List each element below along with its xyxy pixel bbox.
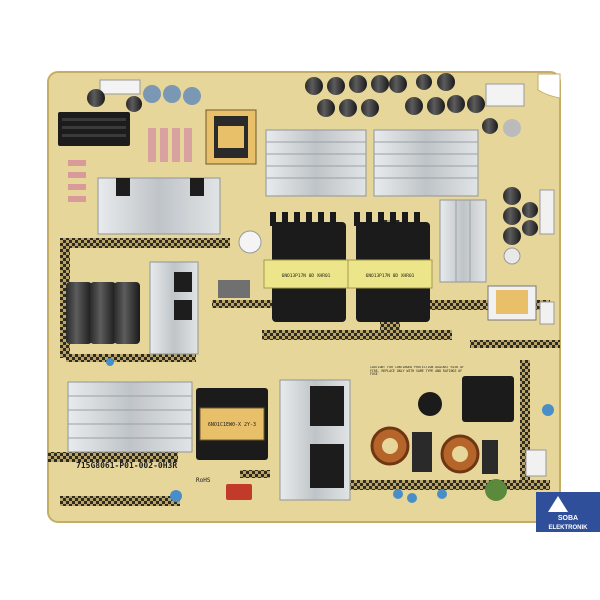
green-disc-cap bbox=[485, 479, 507, 501]
heatsink-bottom-left bbox=[67, 381, 193, 453]
bulk-capacitors bbox=[66, 282, 140, 344]
small-caps-top bbox=[87, 85, 201, 112]
round-capacitor bbox=[238, 230, 262, 254]
watermark-logo: SOBA ELEKTRONIK bbox=[536, 492, 600, 532]
relay bbox=[218, 280, 250, 298]
transformer-right bbox=[487, 285, 555, 325]
inductor-right bbox=[347, 212, 433, 322]
inductor-left bbox=[263, 212, 349, 322]
heatsink-top-left bbox=[265, 129, 367, 197]
watermark-brand-line-2: ELEKTRONIK bbox=[549, 525, 589, 531]
caution-note: CAUTION: FOR CONTINUED PROTECTION AGAINS… bbox=[370, 366, 464, 376]
choke-label-left: 6NO13P17N 0D XHR01 bbox=[282, 273, 331, 279]
heatsink-top-right bbox=[373, 129, 479, 197]
heatsink-left-middle bbox=[149, 261, 199, 355]
resistor-bank bbox=[68, 128, 192, 202]
connector-top bbox=[99, 79, 525, 107]
common-mode-chokes bbox=[370, 426, 498, 474]
transformer-small bbox=[205, 109, 257, 165]
fuse-holder bbox=[418, 376, 514, 422]
watermark-brand-line-1: SOBA bbox=[558, 515, 578, 522]
choke-label-right: 6NO13P17N 0D XHR01 bbox=[366, 273, 415, 279]
heatsink-left-upper bbox=[97, 177, 221, 235]
heatsink-right-vertical bbox=[439, 199, 487, 283]
rohs-mark: RoHS bbox=[196, 477, 211, 484]
capacitor-array-top bbox=[305, 73, 521, 137]
board-part-number: 715G8061-P01-002-0H3R bbox=[76, 461, 177, 470]
bridge-rectifier bbox=[58, 112, 130, 146]
transformer-label: 6NO1C1EW0-X 2Y-3 bbox=[208, 422, 256, 428]
heatsink-bottom-center bbox=[279, 379, 351, 501]
red-capacitor bbox=[226, 484, 252, 500]
small-blue-caps bbox=[106, 358, 554, 503]
main-transformer: 6NO1C1EW0-X 2Y-3 bbox=[196, 388, 268, 460]
capacitors-right bbox=[503, 187, 555, 265]
triangle-icon bbox=[548, 496, 568, 512]
connector-bottom-right bbox=[525, 449, 547, 477]
